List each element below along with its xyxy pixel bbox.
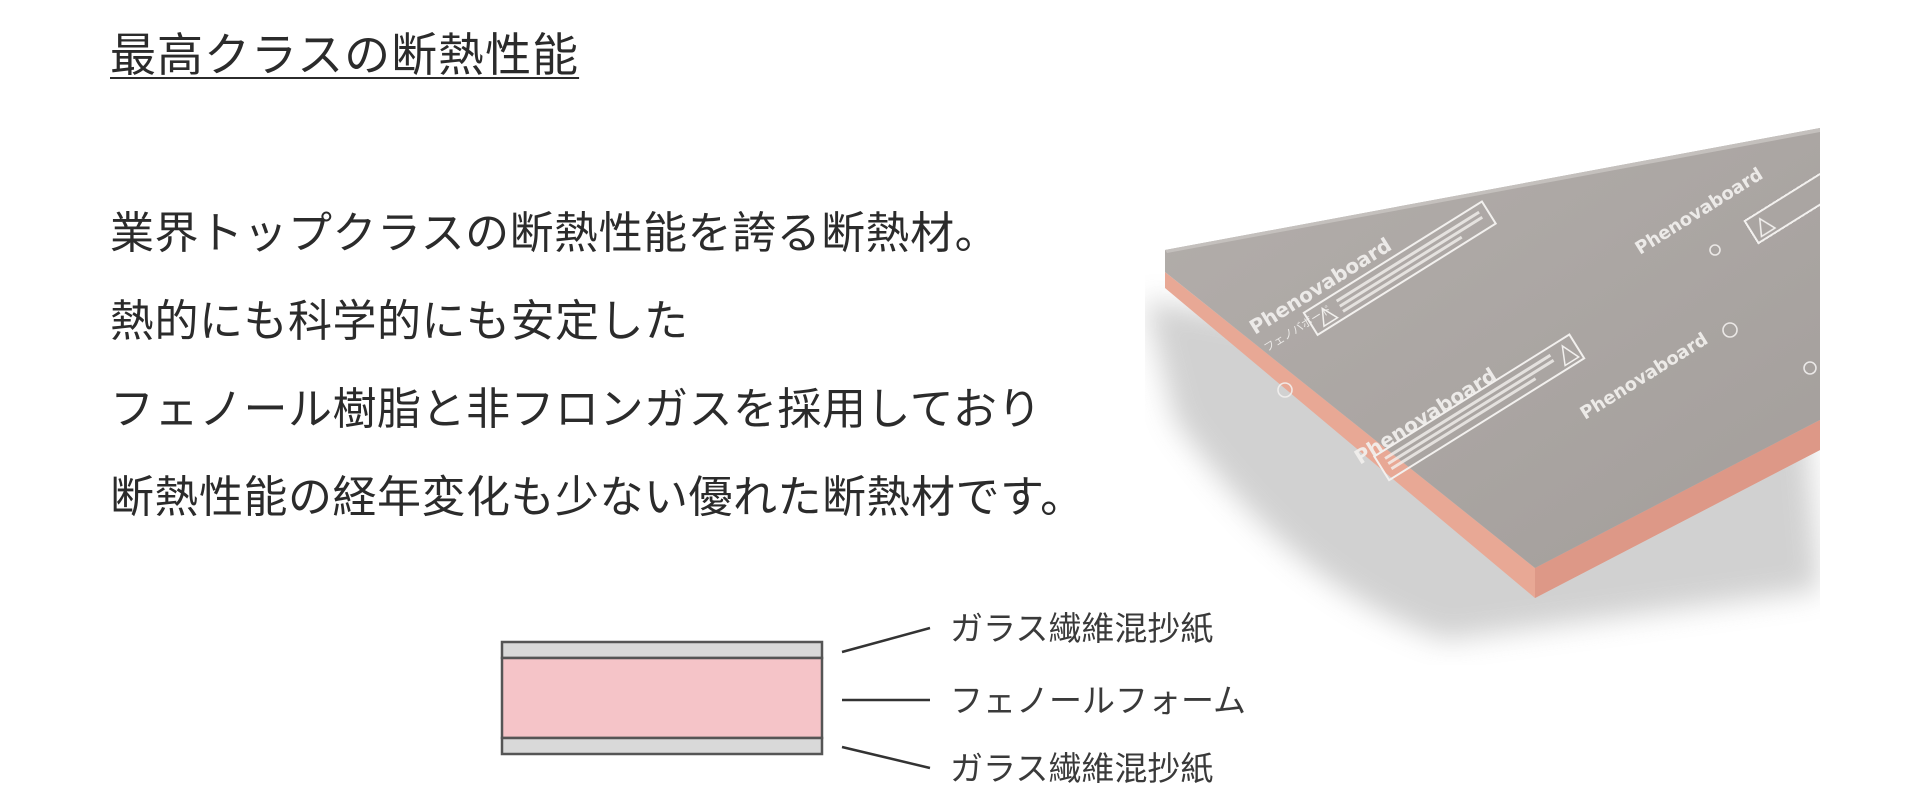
label-phenolic-foam: フェノールフォーム (950, 681, 1247, 720)
layer-facing-top (500, 640, 824, 660)
cross-section-diagram: ガラス繊維混抄紙 フェノールフォーム ガラス繊維混抄紙 (470, 600, 1260, 800)
description: 業界トップクラスの断熱性能を誇る断熱材。 熱的にも科学的にも安定した フェノール… (110, 190, 1170, 542)
description-line-3: フェノール樹脂と非フロンガスを採用しており (110, 384, 1042, 435)
layer-phenolic-foam (500, 656, 824, 740)
board-face (1165, 128, 1820, 568)
page-heading: 最高クラスの断熱性能 (110, 28, 580, 82)
board-warning-label-2 (1372, 333, 1586, 482)
label-facing-top: ガラス繊維混抄紙 (950, 609, 1214, 648)
board-logo-mark-3 (1803, 361, 1817, 375)
description-line-1: 業界トップクラスの断熱性能を誇る断熱材。 (110, 208, 1000, 259)
description-line-2: 熱的にも科学的にも安定した (110, 296, 689, 347)
board-warning-label-1 (1302, 200, 1498, 337)
layer-facing-bottom (500, 736, 824, 756)
phenolic-board-photo: Phenovaboard Phenovaboard Phenovaboard P… (1145, 120, 1820, 665)
label-facing-bottom: ガラス繊維混抄紙 (950, 749, 1214, 788)
description-line-4: 断熱性能の経年変化も少ない優れた断熱材です。 (110, 472, 1085, 523)
board-warning-label-3 (1743, 156, 1820, 245)
board-logo-mark-2 (1722, 322, 1738, 338)
board-logo-mark-1 (1277, 382, 1293, 398)
board-logo-mark-4 (1709, 244, 1721, 256)
leader-line-bottom (841, 745, 931, 770)
leader-line-top (841, 626, 931, 654)
